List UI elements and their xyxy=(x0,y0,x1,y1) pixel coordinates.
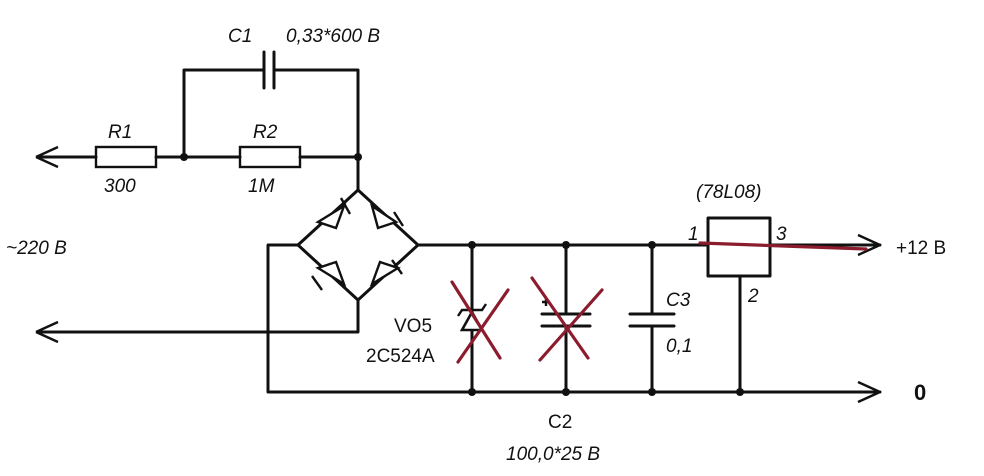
diode-icon xyxy=(311,260,347,291)
cross-out-mark xyxy=(538,288,604,362)
r1-value-label: 300 xyxy=(104,176,136,197)
c1-value-label: 0,33*600 В xyxy=(286,26,380,47)
diode-bridge xyxy=(296,188,420,302)
r2-ref-label: R2 xyxy=(253,122,278,143)
diode-icon xyxy=(369,259,403,287)
r2-resistor xyxy=(238,145,302,169)
voltage-regulator xyxy=(698,216,882,394)
c1-capacitor xyxy=(182,50,360,159)
regulator-pin3-label: 3 xyxy=(776,224,787,245)
c2-value-label: 100,0*25 В xyxy=(506,444,600,465)
cross-out-mark xyxy=(530,276,590,360)
c2-capacitor xyxy=(530,243,604,394)
correction-line xyxy=(698,241,868,251)
output-voltage-label: +12 В xyxy=(896,238,946,259)
zener-diode-vd5 xyxy=(450,243,510,394)
cross-out-mark xyxy=(456,288,510,364)
ac-input-label: ~220 В xyxy=(6,238,67,259)
ground-rail xyxy=(266,243,882,394)
r1-resistor xyxy=(35,145,158,169)
r2-value-label: 1M xyxy=(248,176,275,197)
ac-left-arrow-icon xyxy=(35,145,59,169)
regulator-part-label: (78L08) xyxy=(696,182,762,203)
cross-out-mark xyxy=(450,280,502,360)
ac-lower-wire xyxy=(38,298,360,334)
ac-lower-arrow-icon xyxy=(35,320,59,344)
c3-value-label: 0,1 xyxy=(666,336,692,357)
r1-ref-label: R1 xyxy=(108,122,132,143)
ground-arrow-icon xyxy=(857,380,881,404)
regulator-pin1-label: 1 xyxy=(688,224,699,245)
diode-icon xyxy=(369,203,405,230)
regulator-pin2-label: 2 xyxy=(747,286,759,307)
vd5-value-label: 2C524A xyxy=(366,346,435,367)
c3-ref-label: C3 xyxy=(666,290,691,311)
vd5-ref-label: VO5 xyxy=(394,316,432,337)
c3-capacitor xyxy=(628,243,676,394)
diode-icon xyxy=(315,197,352,230)
c2-ref-label: C2 xyxy=(548,412,572,433)
output-arrow-icon xyxy=(857,233,881,257)
c1-ref-label: C1 xyxy=(228,26,252,47)
ground-terminal-label: 0 xyxy=(914,380,926,405)
